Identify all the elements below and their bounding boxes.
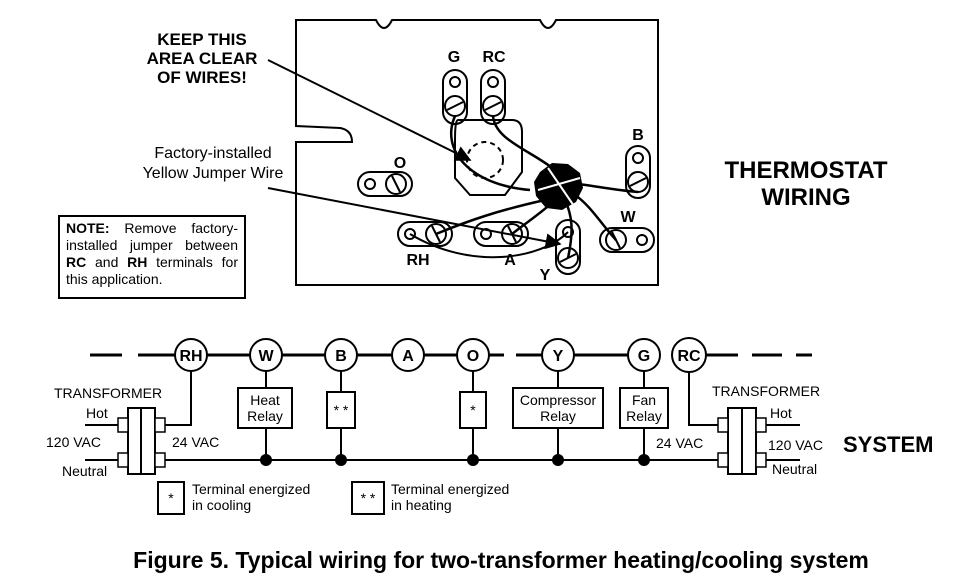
right-24vac-label: 24 VAC bbox=[656, 435, 703, 451]
thermostat-terminal-labels: G RC B O W RH A Y bbox=[394, 49, 644, 284]
left-transformer bbox=[117, 407, 166, 475]
left-24vac-label: 24 VAC bbox=[172, 434, 219, 450]
jumper-wire bbox=[409, 231, 569, 259]
note-and: and bbox=[86, 254, 128, 270]
figure-caption: Figure 5. Typical wiring for two-transfo… bbox=[133, 547, 869, 573]
left-transformer-label: TRANSFORMER bbox=[54, 385, 162, 401]
terminal-label-w: W bbox=[620, 209, 636, 226]
note-rh: RH bbox=[127, 254, 148, 270]
junction-dots bbox=[260, 454, 650, 466]
compressor-relay-line-2: Relay bbox=[540, 408, 576, 424]
system-terminal-o: O bbox=[467, 348, 479, 365]
b-box-symbol: * * bbox=[334, 402, 349, 418]
heat-relay-line-2: Relay bbox=[247, 408, 283, 424]
thermostat-wiring-title: THERMOSTAT WIRING bbox=[724, 157, 887, 211]
title-line-2: WIRING bbox=[761, 184, 850, 211]
note-box: NOTE: Remove factory-installed jumper be… bbox=[58, 215, 246, 299]
fan-relay-line-1: Fan bbox=[632, 392, 656, 408]
legend-heating-symbol: * * bbox=[361, 490, 376, 506]
heat-relay-line-1: Heat bbox=[250, 392, 280, 408]
relay-boxes: Heat Relay * * * Compressor Relay Fan Re… bbox=[237, 387, 669, 429]
system-label: SYSTEM bbox=[843, 432, 933, 457]
right-transformer bbox=[717, 407, 767, 475]
terminal-label-y: Y bbox=[540, 267, 551, 284]
left-hot-label: Hot bbox=[86, 405, 108, 421]
note-label: NOTE: bbox=[66, 220, 110, 236]
jumper-line-2: Yellow Jumper Wire bbox=[143, 165, 284, 182]
terminal-label-rc: RC bbox=[482, 49, 506, 66]
jumper-callout: Factory-installed Yellow Jumper Wire bbox=[143, 145, 284, 182]
keep-clear-callout: KEEP THIS AREA CLEAR OF WIRES! bbox=[147, 30, 258, 87]
thermostat-subbase bbox=[295, 19, 659, 286]
fan-relay-line-2: Relay bbox=[626, 408, 662, 424]
left-transformer-labels: TRANSFORMER Hot 120 VAC Neutral 24 VAC bbox=[46, 385, 219, 479]
right-hot-label: Hot bbox=[770, 405, 792, 421]
system-terminal-y: Y bbox=[553, 348, 564, 365]
system-terminal-g: G bbox=[638, 348, 650, 365]
note-rc: RC bbox=[66, 254, 87, 270]
terminal-label-a: A bbox=[504, 252, 516, 269]
legend-heating-line-2: in heating bbox=[391, 497, 452, 513]
keep-clear-line-3: OF WIRES! bbox=[157, 68, 247, 87]
system-terminal-b: B bbox=[335, 348, 347, 365]
o-energized-box bbox=[459, 391, 487, 429]
left-neutral-label: Neutral bbox=[62, 463, 107, 479]
legend-heating-line-1: Terminal energized bbox=[391, 481, 509, 497]
keep-clear-arrow bbox=[267, 59, 472, 161]
jumper-line-1: Factory-installed bbox=[154, 145, 271, 162]
terminal-label-o: O bbox=[394, 155, 406, 172]
note-text-1: Remove factory-installed jumper between bbox=[66, 220, 238, 253]
heat-relay bbox=[237, 387, 293, 429]
legend: * Terminal energized in cooling * * Term… bbox=[157, 481, 509, 515]
legend-cooling-symbol: * bbox=[168, 490, 174, 506]
keep-clear-line-2: AREA CLEAR bbox=[147, 49, 258, 68]
system-terminal-w: W bbox=[258, 348, 274, 365]
right-120vac-label: 120 VAC bbox=[768, 437, 823, 453]
terminal-label-rh: RH bbox=[406, 252, 429, 269]
compressor-relay-line-1: Compressor bbox=[520, 392, 597, 408]
compressor-relay bbox=[512, 387, 604, 429]
jumper-arrow bbox=[267, 187, 562, 250]
keep-clear-line-1: KEEP THIS bbox=[157, 30, 246, 49]
legend-cooling-line-2: in cooling bbox=[192, 497, 251, 513]
right-neutral-label: Neutral bbox=[772, 461, 817, 477]
terminal-label-b: B bbox=[632, 127, 644, 144]
right-transformer-label: TRANSFORMER bbox=[712, 383, 820, 399]
o-box-symbol: * bbox=[470, 402, 476, 418]
left-120vac-label: 120 VAC bbox=[46, 434, 101, 450]
b-energized-box bbox=[326, 391, 356, 429]
fan-relay bbox=[619, 387, 669, 429]
system-terminal-rh: RH bbox=[179, 348, 202, 365]
system-terminal-a: A bbox=[402, 348, 414, 365]
system-terminal-rc: RC bbox=[677, 348, 701, 365]
right-transformer-labels: TRANSFORMER Hot 120 VAC Neutral 24 VAC bbox=[656, 383, 823, 477]
wire-grommet bbox=[534, 163, 583, 210]
terminal-label-g: G bbox=[448, 49, 460, 66]
title-line-1: THERMOSTAT bbox=[724, 157, 887, 184]
note-text-2: terminals for this application. bbox=[66, 254, 238, 287]
legend-cooling-line-1: Terminal energized bbox=[192, 481, 310, 497]
